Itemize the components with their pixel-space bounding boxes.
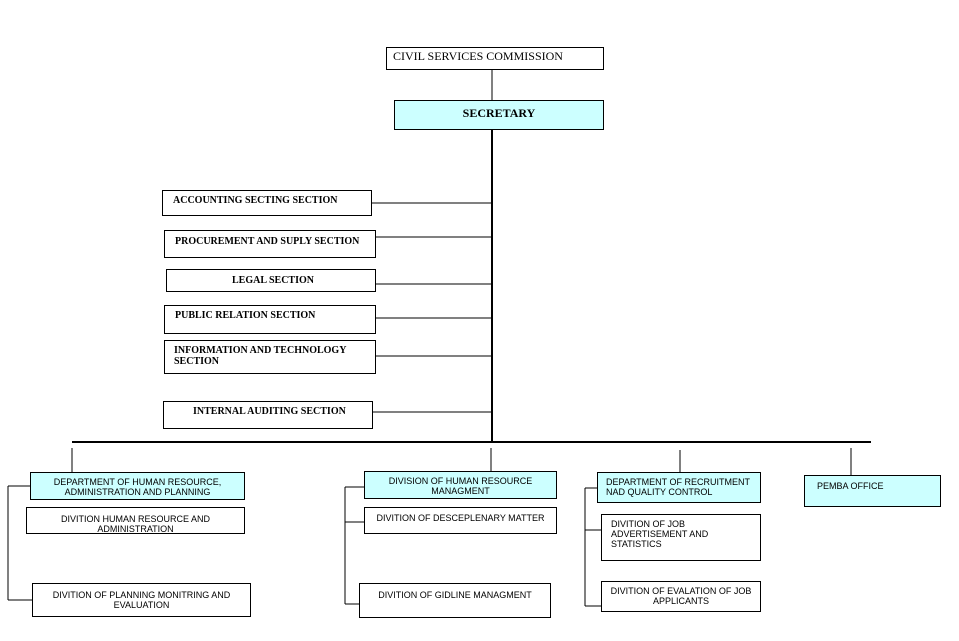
section-information-technology: INFORMATION AND TECHNOLOGY SECTION <box>164 340 376 374</box>
section-label: PROCUREMENT AND SUPLY SECTION <box>175 236 360 247</box>
commission-box: CIVIL SERVICES COMMISSION <box>386 47 604 70</box>
division-disciplinary-matter: DIVITION OF DESCEPLENARY MATTER <box>364 507 557 534</box>
division-hr-administration: DIVITION HUMAN RESOURCE AND ADMINISTRATI… <box>26 507 245 534</box>
section-label: ACCOUNTING SECTING SECTION <box>173 195 338 206</box>
commission-label: CIVIL SERVICES COMMISSION <box>393 49 563 63</box>
section-label: INTERNAL AUDITING SECTION <box>193 406 346 417</box>
department-label: DIVISION OF HUMAN RESOURCE MANAGMENT <box>388 476 533 496</box>
pemba-office: PEMBA OFFICE <box>804 475 941 507</box>
secretary-box: SECRETARY <box>394 100 604 130</box>
division-label: DIVITION OF PLANNING MONITRING AND EVALU… <box>52 590 231 610</box>
division-job-advertisement: DIVITION OF JOB ADVERTISEMENT AND STATIS… <box>601 514 761 561</box>
section-label: PUBLIC RELATION SECTION <box>175 310 316 321</box>
section-internal-auditing: INTERNAL AUDITING SECTION <box>163 401 373 429</box>
section-label: LEGAL SECTION <box>232 275 314 286</box>
division-label: DIVITION OF JOB ADVERTISEMENT AND STATIS… <box>611 519 709 549</box>
division-label: DIVITION HUMAN RESOURCE AND ADMINISTRATI… <box>60 514 210 534</box>
division-evaluation-applicants: DIVITION OF EVALATION OF JOB APPLICANTS <box>601 581 761 612</box>
division-hr-management: DIVISION OF HUMAN RESOURCE MANAGMENT <box>364 471 557 499</box>
section-legal: LEGAL SECTION <box>166 269 376 292</box>
division-label: DIVITION OF EVALATION OF JOB APPLICANTS <box>610 586 752 606</box>
section-procurement: PROCUREMENT AND SUPLY SECTION <box>164 230 376 258</box>
section-label: INFORMATION AND TECHNOLOGY SECTION <box>174 345 347 367</box>
secretary-label: SECRETARY <box>462 106 536 120</box>
section-public-relation: PUBLIC RELATION SECTION <box>164 305 376 334</box>
department-hr-admin-planning: DEPARTMENT OF HUMAN RESOURCE, ADMINISTRA… <box>30 472 245 500</box>
department-recruitment-quality: DEPARTMENT OF RECRUITMENT NAD QUALITY CO… <box>597 472 761 503</box>
division-guideline-management: DIVITION OF GIDLINE MANAGMENT <box>359 583 551 618</box>
division-planning-monitoring: DIVITION OF PLANNING MONITRING AND EVALU… <box>32 583 251 617</box>
division-label: DIVITION OF GIDLINE MANAGMENT <box>378 590 532 600</box>
division-label: DIVITION OF DESCEPLENARY MATTER <box>376 513 545 523</box>
office-label: PEMBA OFFICE <box>817 481 884 491</box>
department-label: DEPARTMENT OF RECRUITMENT NAD QUALITY CO… <box>606 477 750 497</box>
section-accounting: ACCOUNTING SECTING SECTION <box>162 190 372 216</box>
department-label: DEPARTMENT OF HUMAN RESOURCE, ADMINISTRA… <box>53 477 222 497</box>
